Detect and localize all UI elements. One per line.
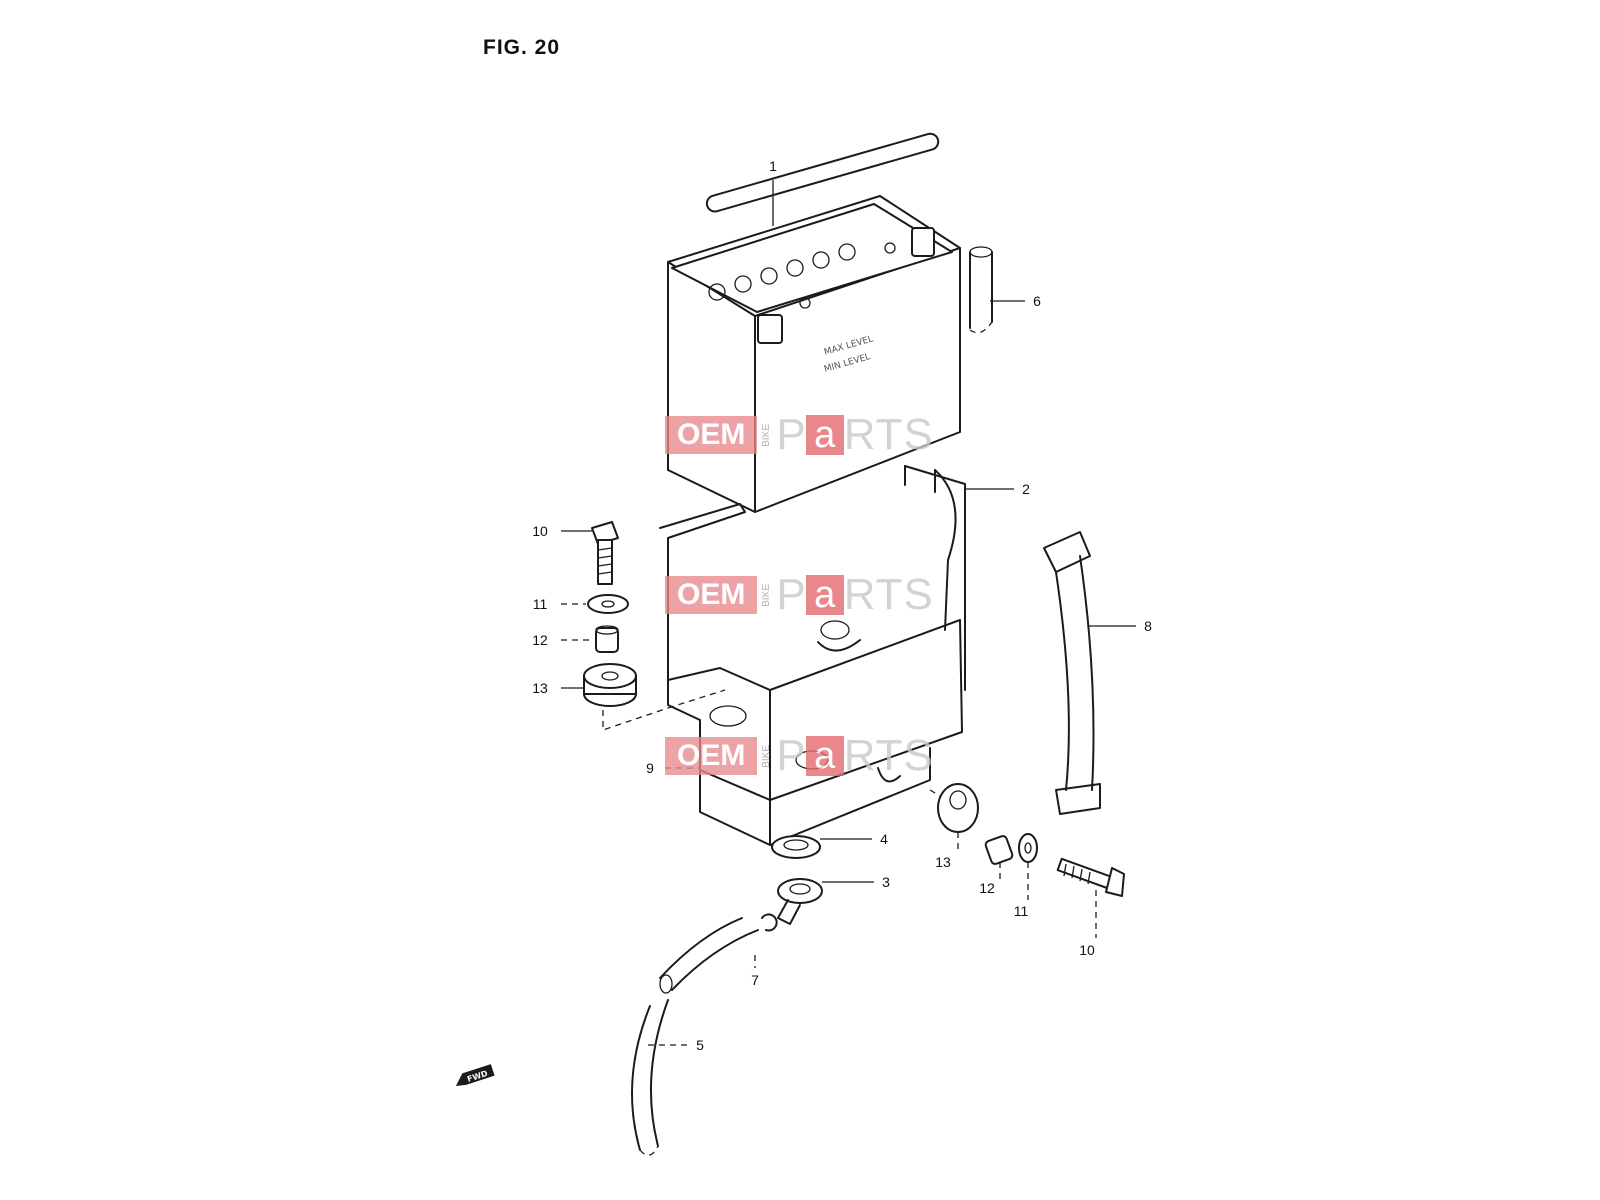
callout-13-right: 13	[935, 854, 951, 870]
watermark-a: a	[805, 415, 844, 455]
callout-10-left: 10	[532, 523, 548, 539]
watermark-rts: RTS	[843, 570, 934, 619]
fwd-arrow-icon: FWD	[452, 1064, 496, 1090]
watermark-oem: OEM	[665, 416, 758, 454]
watermark-top: OEM BIKE P a RTS	[665, 410, 950, 459]
watermark-bike: BIKE	[761, 744, 773, 768]
watermark-bottom: OEM BIKE P a RTS	[665, 731, 950, 780]
watermark-bike: BIKE	[761, 583, 773, 607]
watermark-a: a	[805, 575, 844, 615]
watermark-a: a	[805, 736, 844, 776]
callout-1: 1	[769, 158, 777, 174]
callout-8: 8	[1144, 618, 1152, 634]
watermark-bike: BIKE	[761, 423, 773, 447]
figure-title: FIG. 20	[483, 36, 561, 59]
watermark-p: P	[776, 570, 806, 619]
callout-4: 4	[880, 831, 888, 847]
callout-7: 7	[751, 972, 759, 988]
callout-6: 6	[1033, 293, 1041, 309]
watermark-oem: OEM	[665, 737, 758, 775]
callout-12-left: 12	[532, 632, 548, 648]
callout-13-left: 13	[532, 680, 548, 696]
callout-10-right: 10	[1079, 942, 1095, 958]
battery-strap	[1043, 531, 1101, 815]
battery-case	[659, 465, 966, 846]
watermark-rts: RTS	[843, 410, 934, 459]
watermark-p: P	[776, 410, 806, 459]
callout-11-right: 11	[1013, 903, 1029, 919]
hose-assembly	[631, 835, 823, 1156]
watermark-middle: OEM BIKE P a RTS	[665, 570, 950, 619]
callout-11-left: 11	[532, 596, 548, 612]
callout-2: 2	[1022, 481, 1030, 497]
callout-3: 3	[882, 874, 890, 890]
right-mount-hardware	[929, 783, 1125, 897]
battery: MAX LEVEL MIN LEVEL	[667, 132, 961, 513]
watermark-oem: OEM	[665, 576, 758, 614]
callout-5: 5	[696, 1037, 704, 1053]
vent-pipe	[969, 246, 993, 334]
watermark-rts: RTS	[843, 731, 934, 780]
left-mount-hardware	[583, 521, 726, 731]
fwd-label: FWD	[466, 1069, 489, 1084]
callout-9: 9	[646, 760, 654, 776]
callout-12-right: 12	[979, 880, 995, 896]
watermark-p: P	[776, 731, 806, 780]
leader-lines	[561, 180, 1136, 1046]
